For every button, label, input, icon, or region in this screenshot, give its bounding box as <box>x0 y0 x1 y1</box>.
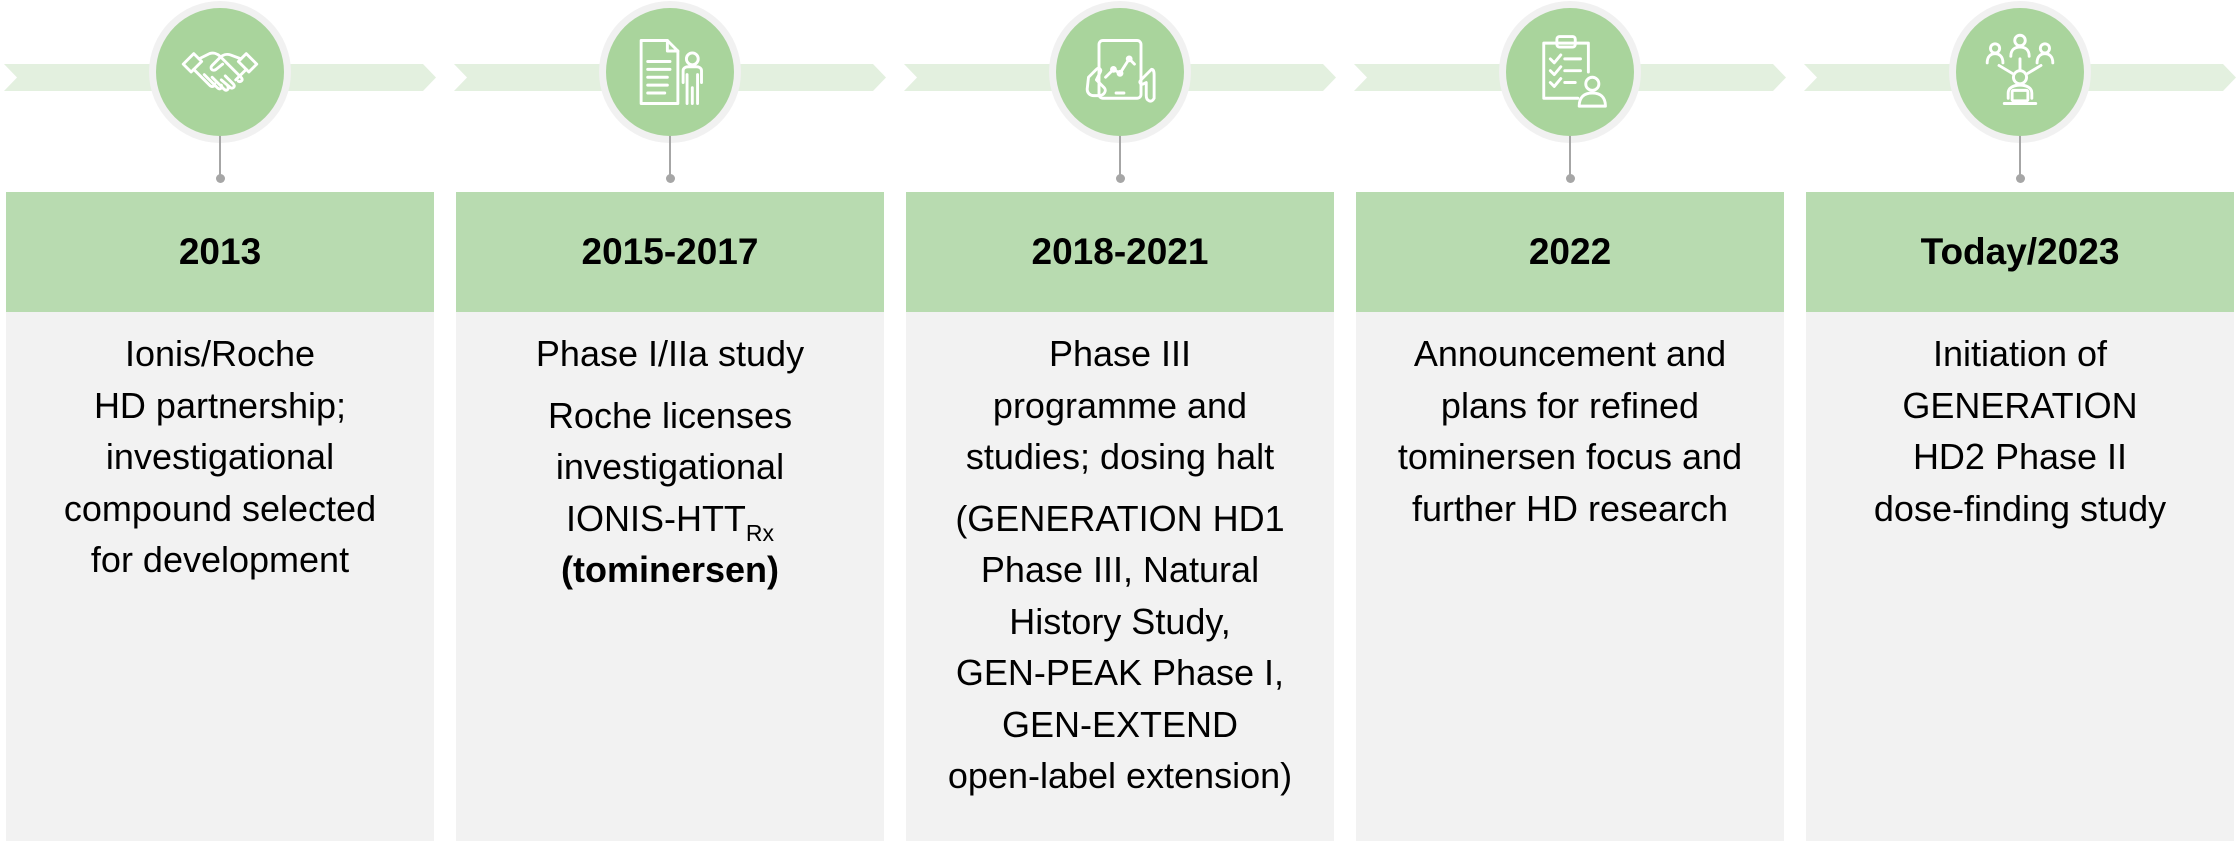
description-line: studies; dosing halt <box>965 436 1275 477</box>
milestone-card-2022: 2022 Announcement and plans for refined … <box>1356 192 1784 841</box>
milestone-icon-circle <box>1056 8 1184 136</box>
milestone-paragraph: Roche licenses investigational IONIS-HTT… <box>478 390 862 596</box>
description-line: GENERATION <box>1902 384 2138 426</box>
description-line: investigational <box>555 446 785 487</box>
milestone-paragraph: Phase I/IIa study <box>478 328 862 380</box>
tablet-chart-icon <box>1085 39 1156 103</box>
description-line: (GENERATION HD1 <box>955 497 1285 539</box>
description-line: for development <box>90 539 350 580</box>
milestone-paragraph: (GENERATION HD1 Phase III, Natural Histo… <box>928 493 1312 802</box>
milestone-year: 2015-2017 <box>456 192 884 312</box>
milestone-icon-circle <box>1956 8 2084 136</box>
handshake-icon <box>181 51 259 92</box>
description-line: GEN-PEAK Phase I, <box>955 652 1285 693</box>
description-line: Phase III <box>1048 333 1192 374</box>
milestone-card-today-2023: Today/2023 Initiation of GENERATION HD2 … <box>1806 192 2234 841</box>
drug-name: IONIS-HTT <box>565 497 746 539</box>
milestone-connector <box>1119 136 1121 178</box>
milestone-year: 2013 <box>6 192 434 312</box>
description-line: Roche licenses <box>547 394 793 436</box>
description-line: investigational <box>105 436 335 477</box>
description-line: Announcement and <box>1413 333 1727 374</box>
milestone-paragraph: Initiation of GENERATION HD2 Phase II do… <box>1828 328 2212 534</box>
milestone-connector-dot <box>665 174 675 183</box>
milestone-year: 2018-2021 <box>906 192 1334 312</box>
milestone-icon-circle <box>1506 8 1634 136</box>
milestone-connector-dot <box>1565 174 1575 183</box>
clipboard-person-icon <box>1542 35 1607 108</box>
drug-subscript: Rx <box>745 519 775 546</box>
description-line: further HD research <box>1411 487 1729 529</box>
milestone-year: Today/2023 <box>1806 192 2234 312</box>
milestone-connector <box>669 136 671 178</box>
description-line: dose-finding study <box>1873 487 2167 529</box>
milestone-connector-dot <box>215 174 225 183</box>
milestone-icon-circle <box>156 8 284 136</box>
drug-alias: (tominersen) <box>560 549 780 590</box>
people-network-icon <box>1985 33 2055 105</box>
milestone-paragraph: Ionis/Roche HD partnership; investigatio… <box>28 328 412 586</box>
description-line: Phase III, Natural <box>980 549 1260 590</box>
milestone-card-2015-2017: 2015-2017 Phase I/IIa study Roche licens… <box>456 192 884 841</box>
description-line: compound selected <box>63 487 377 529</box>
description-line: HD2 Phase II <box>1912 436 2128 477</box>
description-line: HD partnership; <box>93 384 347 426</box>
description-line: Ionis/Roche <box>124 333 316 374</box>
description-line: History Study, <box>1009 600 1231 642</box>
description-line: tominersen focus and <box>1397 436 1743 477</box>
milestone-description: Ionis/Roche HD partnership; investigatio… <box>6 312 434 586</box>
description-line: plans for refined <box>1440 384 1700 426</box>
milestone-description: Initiation of GENERATION HD2 Phase II do… <box>1806 312 2234 534</box>
milestone-paragraph: Phase III programme and studies; dosing … <box>928 328 1312 483</box>
description-line: Initiation of <box>1932 333 2108 374</box>
description-line: GEN-EXTEND <box>1001 703 1239 745</box>
milestone-description: Phase III programme and studies; dosing … <box>906 312 1334 802</box>
milestone-description: Phase I/IIa study Roche licenses investi… <box>456 312 884 596</box>
document-person-icon <box>639 39 703 105</box>
description-line: open-label extension) <box>947 755 1293 796</box>
milestone-connector <box>1569 136 1571 178</box>
milestone-year: 2022 <box>1356 192 1784 312</box>
milestone-connector-dot <box>2015 174 2025 183</box>
drug-name-line: IONIS-HTTRx <box>478 493 862 545</box>
milestone-card-2018-2021: 2018-2021 Phase III programme and studie… <box>906 192 1334 841</box>
description-line: Phase I/IIa study <box>535 333 805 374</box>
milestone-description: Announcement and plans for refined tomin… <box>1356 312 1784 534</box>
milestone-connector <box>2019 136 2021 178</box>
milestone-paragraph: Announcement and plans for refined tomin… <box>1378 328 1762 534</box>
milestone-icon-circle <box>606 8 734 136</box>
milestone-card-2013: 2013 Ionis/Roche HD partnership; investi… <box>6 192 434 841</box>
milestone-connector <box>219 136 221 178</box>
milestone-connector-dot <box>1115 174 1125 183</box>
description-line: programme and <box>992 384 1248 426</box>
